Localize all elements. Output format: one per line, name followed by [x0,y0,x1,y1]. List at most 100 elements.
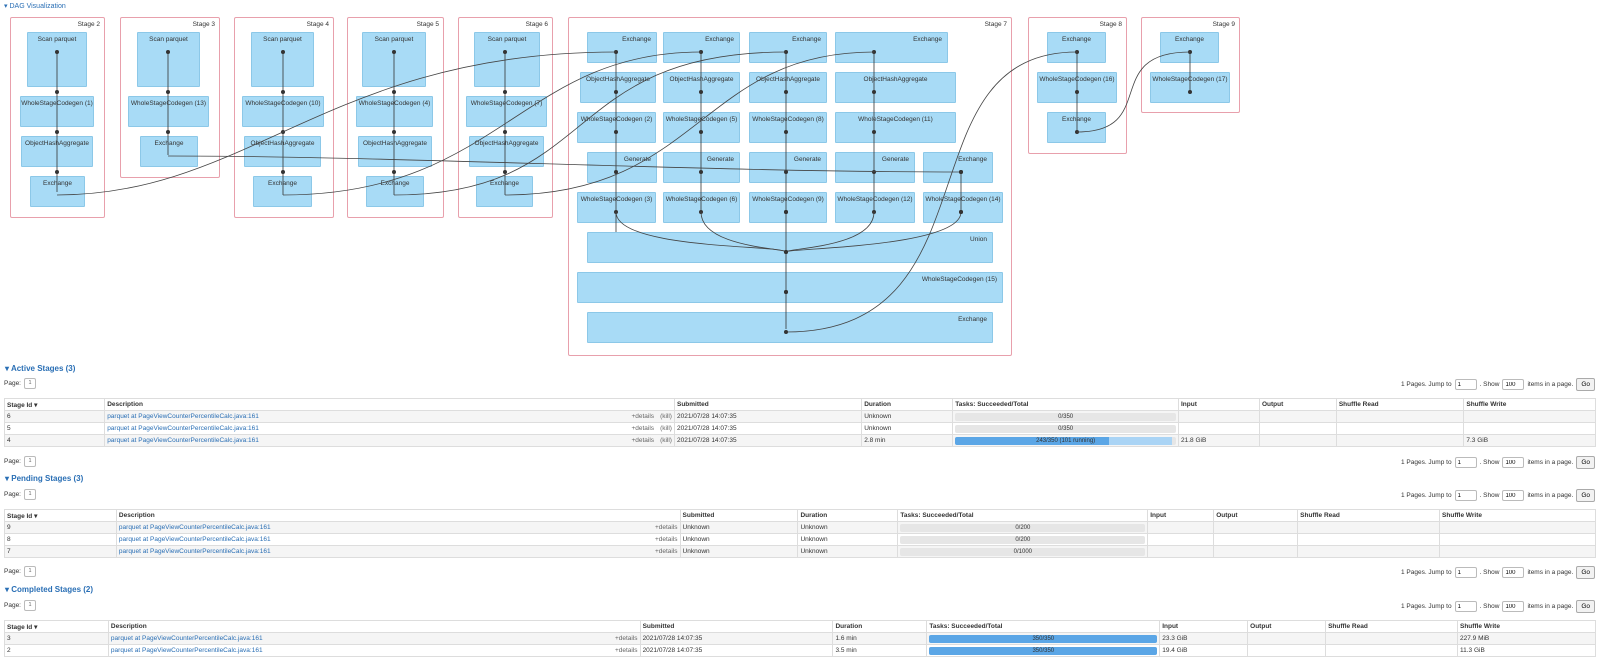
dag-node[interactable]: Exchange [476,176,533,207]
details-toggle[interactable]: +details [631,437,655,444]
go-button[interactable]: Go [1576,489,1595,502]
completed-stages-header[interactable]: ▾ Completed Stages (2) [5,585,94,594]
column-header[interactable]: Description [104,398,675,411]
dag-node[interactable]: WholeStageCodegen (13) [128,96,209,127]
page-size-input[interactable] [1502,379,1525,390]
kill-link[interactable]: (kill) [660,437,672,444]
dag-node[interactable]: Generate [587,152,657,183]
column-header[interactable]: Submitted [679,509,799,522]
stage-description-link[interactable]: parquet at PageViewCounterPercentileCalc… [107,413,259,420]
dag-node[interactable]: WholeStageCodegen (16) [1037,72,1117,103]
column-header[interactable]: Description [115,509,681,522]
stage-description-link[interactable]: parquet at PageViewCounterPercentileCalc… [107,425,259,432]
stage-description-link[interactable]: parquet at PageViewCounterPercentileCalc… [110,635,263,642]
dag-node[interactable]: ObjectHashAggregate [663,72,740,103]
column-header[interactable]: Stage Id ▾ [3,398,106,411]
dag-node[interactable]: Exchange [835,32,948,63]
jump-to-input[interactable] [1454,567,1477,578]
go-button[interactable]: Go [1576,600,1595,613]
column-header[interactable]: Shuffle Read [1297,509,1441,522]
dag-node[interactable]: Scan parquet [137,32,200,87]
column-header[interactable]: Duration [832,620,928,633]
dag-node[interactable]: Exchange [663,32,740,63]
column-header[interactable]: Shuffle Write [1457,620,1596,633]
column-header[interactable]: Input [1159,620,1249,633]
dag-node[interactable]: ObjectHashAggregate [749,72,827,103]
dag-node[interactable]: Generate [835,152,915,183]
dag-toggle[interactable]: ▾ DAG Visualization [4,3,66,10]
dag-node[interactable]: WholeStageCodegen (4) [356,96,433,127]
go-button[interactable]: Go [1576,566,1595,579]
column-header[interactable]: Submitted [639,620,834,633]
dag-node[interactable]: Generate [749,152,827,183]
column-header[interactable]: Input [1177,398,1260,411]
dag-node[interactable]: Exchange [140,136,198,167]
details-toggle[interactable]: +details [614,635,638,642]
dag-node[interactable]: Exchange [366,176,424,207]
dag-node[interactable]: Exchange [587,32,657,63]
details-toggle[interactable]: +details [654,524,678,531]
column-header[interactable]: Shuffle Write [1439,509,1596,522]
jump-to-input[interactable] [1454,490,1477,501]
stage-description-link[interactable]: parquet at PageViewCounterPercentileCalc… [118,536,271,543]
column-header[interactable]: Output [1213,509,1299,522]
column-header[interactable]: Tasks: Succeeded/Total [952,398,1179,411]
dag-node[interactable]: ObjectHashAggregate [244,136,321,167]
dag-node[interactable]: Generate [663,152,740,183]
stage-7-cluster[interactable]: Stage 7 [568,17,1012,356]
dag-node[interactable]: WholeStageCodegen (5) [663,112,740,143]
dag-node[interactable]: WholeStageCodegen (8) [749,112,827,143]
jump-to-input[interactable] [1454,457,1477,468]
column-header[interactable]: Shuffle Write [1463,398,1596,411]
dag-node[interactable]: Exchange [587,312,993,343]
dag-node[interactable]: WholeStageCodegen (7) [466,96,547,127]
dag-node[interactable]: Exchange [1047,32,1106,63]
dag-node[interactable]: Scan parquet [251,32,314,87]
jump-to-input[interactable] [1454,601,1477,612]
page-size-input[interactable] [1502,601,1525,612]
details-toggle[interactable]: +details [631,425,655,432]
dag-node[interactable]: WholeStageCodegen (2) [577,112,656,143]
page-number[interactable]: 1 [24,600,36,611]
column-header[interactable]: Output [1258,398,1337,411]
page-size-input[interactable] [1502,457,1525,468]
column-header[interactable]: Duration [797,509,899,522]
dag-node[interactable]: WholeStageCodegen (9) [749,192,827,223]
page-size-input[interactable] [1502,490,1525,501]
details-toggle[interactable]: +details [654,548,678,555]
column-header[interactable]: Output [1247,620,1327,633]
dag-node[interactable]: Union [587,232,993,263]
dag-node[interactable]: Exchange [749,32,827,63]
column-header[interactable]: Shuffle Read [1335,398,1465,411]
dag-node[interactable]: ObjectHashAggregate [580,72,656,103]
column-header[interactable]: Shuffle Read [1325,620,1458,633]
column-header[interactable]: Stage Id ▾ [4,509,117,522]
dag-node[interactable]: WholeStageCodegen (3) [577,192,656,223]
column-header[interactable]: Description [107,620,641,633]
kill-link[interactable]: (kill) [660,413,672,420]
details-toggle[interactable]: +details [614,647,638,654]
dag-node[interactable]: ObjectHashAggregate [835,72,956,103]
dag-node[interactable]: Exchange [253,176,312,207]
dag-node[interactable]: Exchange [1160,32,1219,63]
column-header[interactable]: Tasks: Succeeded/Total [926,620,1161,633]
stage-description-link[interactable]: parquet at PageViewCounterPercentileCalc… [118,524,271,531]
dag-node[interactable]: WholeStageCodegen (1) [20,96,94,127]
dag-node[interactable]: Scan parquet [474,32,540,87]
dag-node[interactable]: WholeStageCodegen (10) [242,96,324,127]
page-number[interactable]: 1 [24,566,36,577]
page-number[interactable]: 1 [24,489,36,500]
page-size-input[interactable] [1502,567,1525,578]
stage-description-link[interactable]: parquet at PageViewCounterPercentileCalc… [110,647,263,654]
active-stages-header[interactable]: ▾ Active Stages (3) [5,364,76,373]
column-header[interactable]: Submitted [673,398,863,411]
stage-description-link[interactable]: parquet at PageViewCounterPercentileCalc… [118,548,271,555]
dag-node[interactable]: Exchange [923,152,993,183]
dag-node[interactable]: Exchange [1047,112,1106,143]
dag-node[interactable]: Scan parquet [27,32,87,87]
kill-link[interactable]: (kill) [660,425,672,432]
column-header[interactable]: Stage Id ▾ [4,620,109,633]
column-header[interactable]: Input [1147,509,1215,522]
dag-node[interactable]: Exchange [30,176,85,207]
page-number[interactable]: 1 [24,378,36,389]
